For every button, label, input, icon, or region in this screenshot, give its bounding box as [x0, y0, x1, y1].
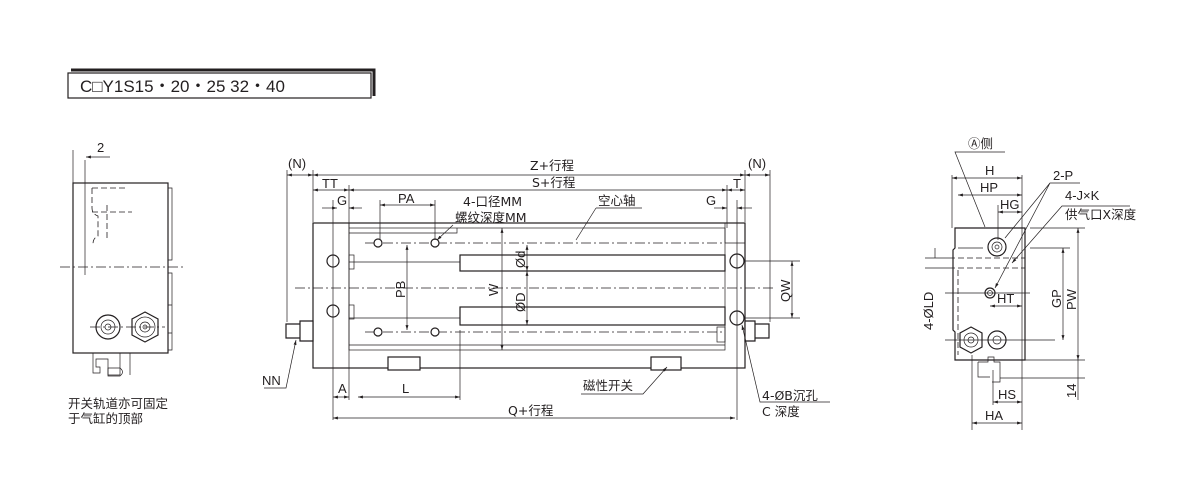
hp-label: HP: [980, 180, 998, 195]
q-stroke-label: Q+行程: [508, 403, 554, 418]
supply-port-label: 供气口X深度: [1065, 207, 1137, 222]
t-label: T: [733, 176, 741, 191]
tt-label: TT: [322, 176, 338, 191]
dim-14-label: 14: [1064, 384, 1079, 398]
w-label: W: [486, 283, 501, 296]
side-note-line2: 于气缸的顶部: [68, 411, 143, 426]
l-label: L: [402, 381, 409, 396]
side-view: 2 开关轨道亦可固定 于气缸的顶部: [60, 140, 186, 426]
s-stroke-label: S+行程: [532, 175, 576, 190]
hollow-shaft-label: 空心轴: [598, 193, 636, 208]
hs-label: HS: [998, 387, 1016, 402]
hg-label: HG: [1000, 197, 1020, 212]
n-left-label: (N): [288, 156, 306, 171]
port-mm-label: 4-口径MM: [463, 194, 522, 209]
model-title-box: C□Y1S15・20・25 32・40: [67, 68, 376, 99]
ha-label: HA: [985, 408, 1003, 423]
g-left-label: G: [337, 193, 347, 208]
od-large-label: ØD: [513, 293, 528, 313]
model-title: C□Y1S15・20・25 32・40: [80, 77, 285, 96]
qw-label: QW: [778, 279, 793, 302]
c-depth-label: C 深度: [762, 404, 800, 419]
magnetic-switch-label: 磁性开关: [583, 378, 633, 393]
end-view: H HP HG Ⓐ侧 2-P 4-J×K 供气口X深度 4-ØLD HT GP …: [921, 136, 1137, 430]
jk-label: 4-J×K: [1065, 188, 1100, 203]
dim-2-label: 2: [97, 140, 104, 155]
ld-label: 4-ØLD: [921, 292, 936, 330]
h-label: H: [985, 163, 994, 178]
a-side-label: Ⓐ侧: [968, 136, 993, 151]
counterbore-label: 4-ØB沉孔: [762, 388, 818, 403]
od-small-label: Ød: [513, 251, 528, 268]
side-note-line1: 开关轨道亦可固定: [68, 396, 168, 411]
a-label: A: [338, 381, 347, 396]
gp-label: GP: [1049, 289, 1064, 308]
pw-label: PW: [1064, 288, 1079, 310]
front-view: (N) (N) Z+行程 S+行程 TT T G G PA 4-口径MM 螺纹深…: [262, 156, 830, 420]
n-right-label: (N): [748, 156, 766, 171]
pb-label: PB: [393, 281, 408, 298]
z-stroke-label: Z+行程: [530, 158, 575, 173]
nn-label: NN: [262, 373, 281, 388]
g-right-label: G: [706, 193, 716, 208]
ht-label: HT: [997, 291, 1014, 306]
pa-label: PA: [398, 191, 415, 206]
thread-depth-label: 螺纹深度MM: [455, 210, 527, 225]
two-p-label: 2-P: [1053, 168, 1073, 183]
